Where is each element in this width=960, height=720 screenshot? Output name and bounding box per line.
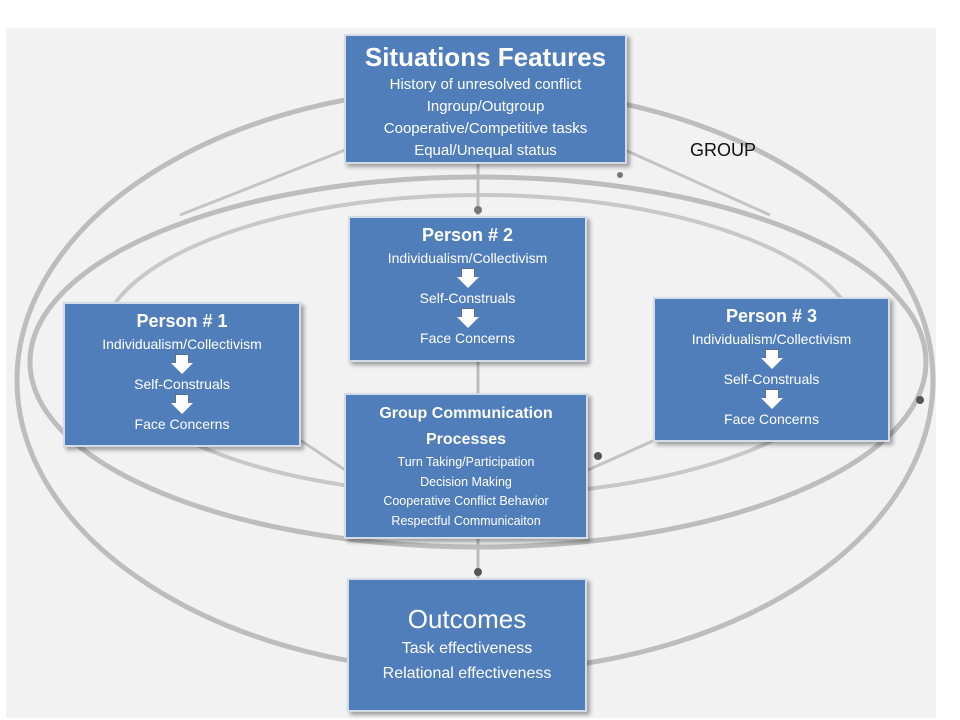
situations-line: Equal/Unequal status [414, 142, 557, 159]
person-1-self-construals: Self-Construals [134, 376, 230, 392]
person-2-individualism: Individualism/Collectivism [387, 250, 548, 266]
down-arrow-icon [350, 308, 585, 328]
group-communication-box: Group Communication Processes Turn Takin… [344, 393, 588, 539]
group-communication-line: Respectful Communicaiton [391, 513, 541, 528]
person-1-individualism: Individualism/Collectivism [102, 336, 262, 352]
person-2-face-concerns: Face Concerns [420, 330, 515, 346]
person-3-individualism: Individualism/Collectivism [691, 331, 852, 347]
situations-title: Situations Features [364, 42, 607, 72]
group-communication-line: Turn Taking/Participation [397, 455, 535, 469]
group-label: GROUP [690, 140, 757, 160]
person-1-face-concerns: Face Concerns [134, 416, 230, 432]
down-arrow-icon [65, 354, 299, 374]
situations-line: Ingroup/Outgroup [426, 98, 545, 115]
person-3-title: Person # 3 [725, 306, 818, 326]
outcomes-line: Task effectiveness [401, 640, 533, 657]
person-3-face-concerns: Face Concerns [724, 411, 819, 427]
down-arrow-icon [655, 349, 888, 369]
person-3-self-construals: Self-Construals [723, 371, 820, 387]
situations-features-box: Situations Features History of unresolve… [344, 34, 627, 164]
situations-line: Cooperative/Competitive tasks [383, 120, 588, 137]
outcomes-line: Relational effectiveness [382, 665, 552, 682]
group-communication-line: Decision Making [420, 474, 512, 489]
person-2-title: Person # 2 [421, 225, 514, 245]
person-1-title: Person # 1 [136, 311, 228, 331]
outcomes-title: Outcomes [407, 604, 527, 634]
situations-line: History of unresolved conflict [389, 76, 582, 93]
group-communication-line: Cooperative Conflict Behavior [383, 494, 549, 508]
person-2-self-construals: Self-Construals [419, 290, 516, 306]
down-arrow-icon [655, 389, 888, 409]
person-1-box: Person # 1 Individualism/Collectivism Se… [63, 302, 301, 447]
outcomes-box: Outcomes Task effectiveness Relational e… [347, 578, 587, 712]
group-communication-title: Group Communication Processes [379, 405, 553, 448]
person-2-box: Person # 2 Individualism/Collectivism Se… [348, 216, 587, 362]
down-arrow-icon [350, 268, 585, 288]
down-arrow-icon [65, 394, 299, 414]
person-3-box: Person # 3 Individualism/Collectivism Se… [653, 297, 890, 442]
